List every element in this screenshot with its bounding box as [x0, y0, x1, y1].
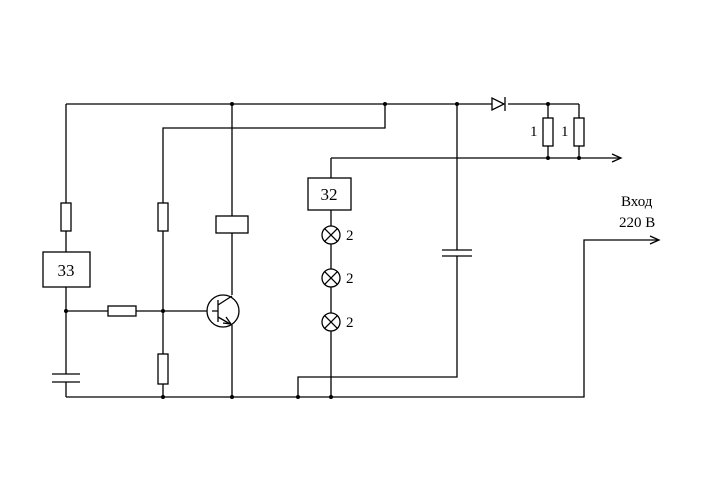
arrow-input	[649, 235, 661, 245]
relay-coil	[215, 215, 249, 234]
input-label-line1: Вход	[621, 194, 653, 210]
lamp-label: 2	[346, 271, 354, 287]
input-label-line2: 220 В	[619, 215, 655, 231]
wire-resistor-pair	[547, 104, 580, 158]
lamp-icon	[321, 312, 341, 332]
diode-icon	[491, 96, 506, 112]
capacitor-right	[442, 249, 472, 257]
resistor-middle-bottom	[157, 353, 169, 385]
block-33	[42, 251, 91, 288]
wire-bottom-rail	[66, 239, 658, 398]
transistor-internals	[212, 295, 233, 326]
junction-dots	[64, 102, 581, 399]
transistor-icon	[206, 294, 240, 328]
arrow-output	[611, 153, 623, 163]
lamp-icon	[321, 268, 341, 288]
wire-capacitor-branch	[297, 104, 458, 397]
resistor-right-2	[573, 117, 585, 147]
transistor-emitter-arrow	[222, 316, 233, 325]
resistor-label: 1	[530, 124, 538, 140]
block-33-label: 33	[58, 261, 75, 280]
resistor-base	[107, 305, 137, 317]
resistor-label: 1	[561, 124, 569, 140]
resistor-left-top	[60, 202, 72, 232]
wire-inner-bus	[162, 104, 386, 397]
lamp-icon	[321, 225, 341, 245]
capacitor-left	[52, 373, 80, 383]
resistor-middle-top	[157, 202, 169, 232]
lamp-label: 2	[346, 315, 354, 331]
block-32	[307, 177, 352, 211]
resistor-right-1	[542, 117, 554, 147]
lamp-label: 2	[346, 228, 354, 244]
block-32-label: 32	[321, 185, 338, 204]
